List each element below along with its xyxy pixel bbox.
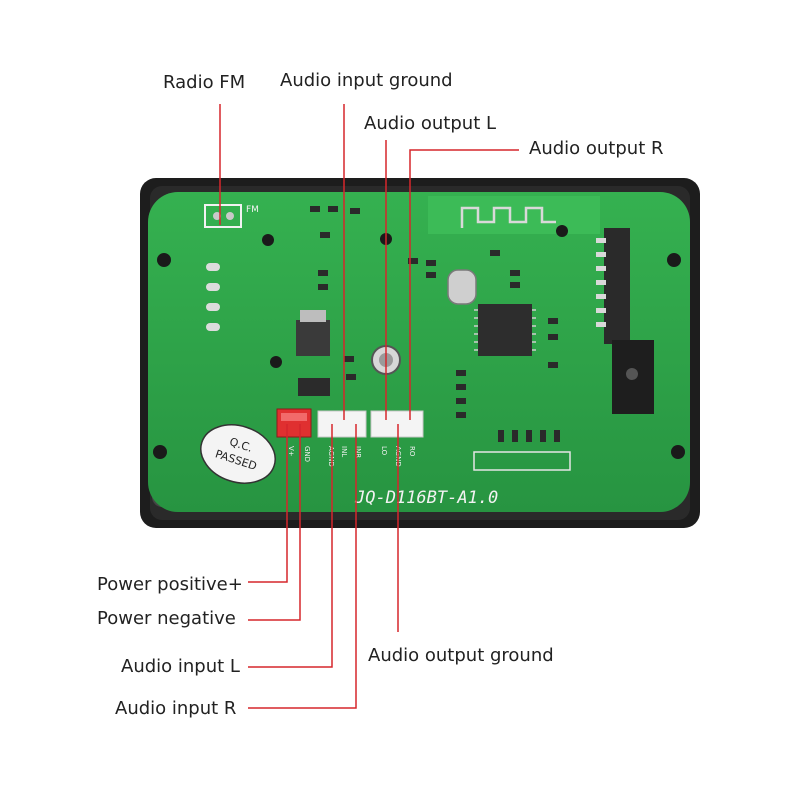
audio-input-connector [317, 410, 367, 438]
antenna-area [428, 196, 600, 234]
label-power-negative: Power negative [97, 608, 236, 629]
pcb-hole [262, 234, 274, 246]
label-power-positive: Power positive+ [97, 574, 243, 595]
regulator-tab [300, 310, 326, 322]
pcb-hole [671, 445, 685, 459]
pin-label: RO [408, 446, 416, 457]
pin-label: INL [340, 446, 348, 457]
pcb-hole [153, 445, 167, 459]
card-slot [604, 228, 630, 344]
pin-label: AGND [327, 446, 335, 467]
main-chip [478, 304, 532, 356]
label-audio-input-ground: Audio input ground [280, 70, 453, 91]
leader-audio-output-r [409, 149, 519, 420]
card-slot-pins [596, 238, 606, 327]
pcb-hole [667, 253, 681, 267]
leader-power-positive [248, 424, 288, 583]
left-pad-column [206, 263, 220, 331]
leader-lines [219, 104, 519, 709]
fm-silk-label: FM [246, 205, 259, 215]
cutout-hole [626, 368, 638, 380]
pin-label: INR [354, 446, 362, 458]
label-audio-input-r: Audio input R [115, 698, 237, 719]
regulator-chip [296, 320, 330, 356]
diode [298, 378, 330, 396]
pin-label: GND [303, 446, 311, 462]
fm-pin [213, 212, 221, 220]
pin-label: LO [380, 446, 388, 456]
qc-sticker [200, 424, 276, 484]
pcb-hole [556, 225, 568, 237]
label-audio-input-l: Audio input L [121, 656, 240, 677]
crystal [447, 269, 477, 305]
label-radio-fm: Radio FM [163, 72, 246, 93]
fm-connector [204, 204, 242, 228]
power-connector-top [281, 413, 307, 421]
leader-power-negative [248, 424, 301, 621]
main-chip-pins [474, 309, 536, 351]
pin-label: V+ [287, 446, 295, 457]
leader-audio-input-r [248, 424, 357, 709]
audio-output-connector [370, 410, 424, 438]
smd-components [310, 206, 560, 442]
label-audio-output-ground: Audio output ground [368, 645, 554, 666]
antenna-trace [460, 206, 556, 228]
board-model-silkscreen: JQ-D116BT-A1.0 [354, 488, 498, 508]
leader-audio-input-l [248, 424, 333, 668]
fm-pin [226, 212, 234, 220]
pcb-hole [270, 356, 282, 368]
label-audio-output-r: Audio output R [529, 138, 664, 159]
label-audio-output-l: Audio output L [364, 113, 497, 134]
bottom-pad-row [473, 451, 571, 471]
pcb-hole [157, 253, 171, 267]
